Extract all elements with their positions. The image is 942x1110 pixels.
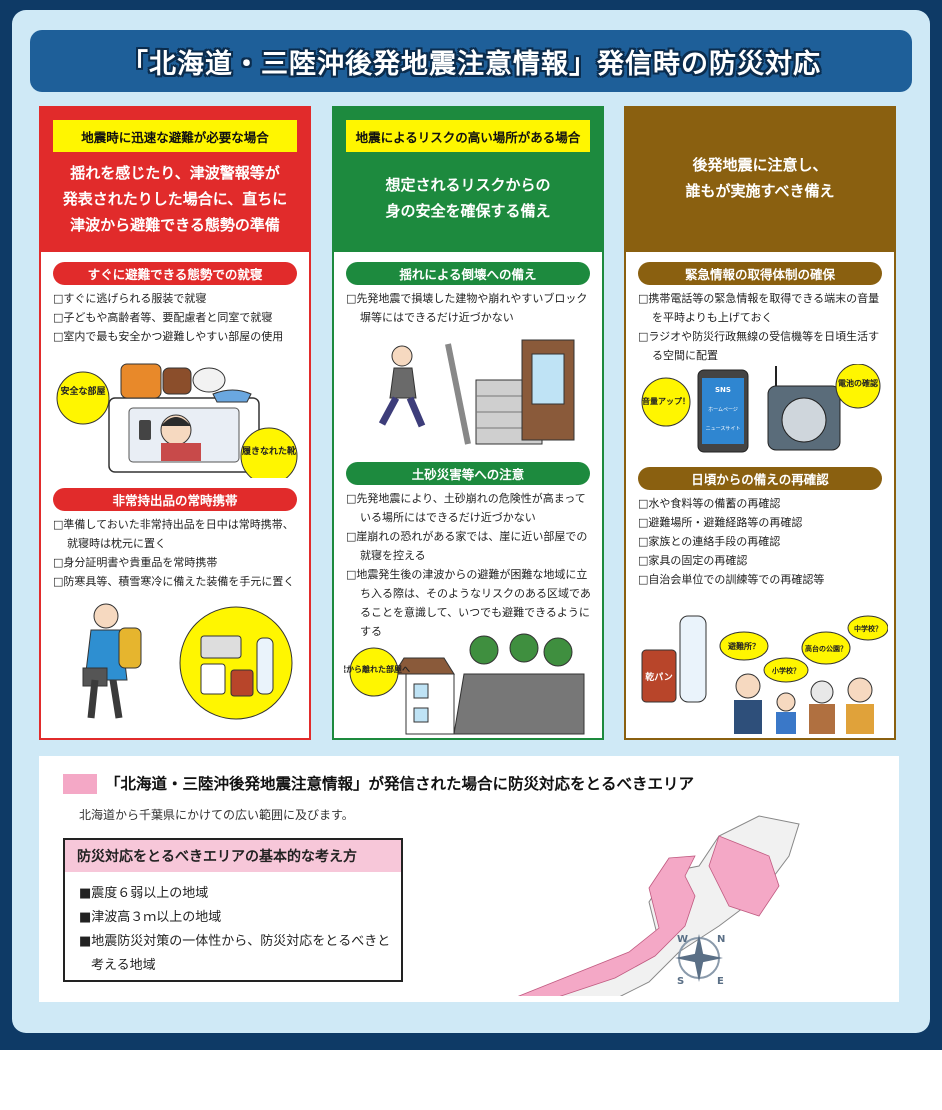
section-title: 揺れによる倒壊への備え <box>346 262 590 285</box>
checklist-item: □身分証明書や貴重品を常時携帯 <box>53 556 218 569</box>
callout-safe-room: 安全な部屋 <box>60 385 105 397</box>
phone-label-homepage: ホームページ <box>708 407 738 413</box>
checklist-item: □携帯電話等の緊急情報を取得できる端末の音量を平時よりも上げておく <box>638 292 880 324</box>
concept-item: ■津波高３ｍ以上の地域 <box>79 910 222 925</box>
response-area-section: 「北海道・三陸沖後発地震注意情報」が発信された場合に防災対応をとるべきエリア 北… <box>39 756 899 1002</box>
column-header: 地震によるリスクの高い場所がある場合 想定されるリスクからの 身の安全を確保する… <box>334 108 602 252</box>
cliff-house-illustration: 崖から離れた部屋へ <box>344 633 585 735</box>
callout-junior-high: 中学校？ <box>854 624 882 633</box>
checklist-item: □地震発生後の津波からの避難が困難な地域に立ち入る際は、そのようなリスクのある区… <box>346 568 591 638</box>
callout-shoes: 履きなれた靴 <box>241 445 296 457</box>
compass-n: N <box>717 934 725 945</box>
section-title: すぐに避難できる態勢での就寝 <box>53 262 297 285</box>
can-label: 乾パン <box>645 671 672 683</box>
callout-shelter: 避難所？ <box>728 641 760 651</box>
phone-label-sns: SNS <box>715 386 731 394</box>
checklist-item: □ラジオや防災行政無線の受信機等を日頃生活する空間に配置 <box>638 330 880 362</box>
page-title-bar: 「北海道・三陸沖後発地震注意情報」発信時の防災対応 <box>30 30 912 92</box>
emergency-kit-illustration <box>82 603 293 720</box>
concept-box: 防災対応をとるべきエリアの基本的な考え方 ■震度６弱以上の地域 ■津波高３ｍ以上… <box>63 838 403 982</box>
checklist-item: □室内で最も安全かつ避難しやすい部屋の使用 <box>53 330 284 343</box>
checklist: □先発地震で損壊した建物や崩れやすいブロック塀等にはできるだけ近づかない <box>346 289 594 327</box>
bedroom-illustration: 安全な部屋 履きなれた靴 <box>56 363 298 478</box>
concept-title: 防災対応をとるべきエリアの基本的な考え方 <box>65 840 401 872</box>
checklist-item: □水や食料等の備蓄の再確認 <box>638 497 781 510</box>
column-tag: 地震によるリスクの高い場所がある場合 <box>346 120 590 152</box>
section-title: 土砂災害等への注意 <box>346 462 590 485</box>
checklist: □すぐに逃げられる服装で就寝 □子どもや高齢者等、要配慮者と同室で就寝 □室内で… <box>53 289 301 346</box>
area-title: 「北海道・三陸沖後発地震注意情報」が発信された場合に防災対応をとるべきエリア <box>105 775 695 793</box>
compass-w: W <box>677 934 688 945</box>
checklist: □準備しておいた非常持出品を日中は常時携帯、就寝時は枕元に置く □身分証明書や貴… <box>53 515 301 591</box>
concept-item: ■震度６弱以上の地域 <box>79 886 209 901</box>
checklist: □携帯電話等の緊急情報を取得できる端末の音量を平時よりも上げておく □ラジオや防… <box>638 289 886 365</box>
checklist-item: □すぐに逃げられる服装で就寝 <box>53 292 207 305</box>
column-risk-areas: 地震によるリスクの高い場所がある場合 想定されるリスクからの 身の安全を確保する… <box>332 106 604 740</box>
section-title: 非常持出品の常時携帯 <box>53 488 297 511</box>
section-title: 緊急情報の取得体制の確保 <box>638 262 882 285</box>
family-supplies-illustration: 乾パン 避難所？ 高台の公園？ 中学校？ 小学校？ <box>641 615 888 734</box>
callout-volume-up: 音量アップ！ <box>642 396 690 406</box>
area-subtitle: 北海道から千葉県にかけての広い範囲に及びます。 <box>79 808 354 822</box>
column-general-preparedness: 後発地震に注意し、 誰もが実施すべき備え 緊急情報の取得体制の確保 □携帯電話等… <box>624 106 896 740</box>
section-title: 日頃からの備えの再確認 <box>638 467 882 490</box>
checklist-item: □先発地震で損壊した建物や崩れやすいブロック塀等にはできるだけ近づかない <box>346 292 588 324</box>
checklist-item: □避難場所・避難経路等の再確認 <box>638 516 803 529</box>
compass-e: E <box>717 976 724 987</box>
callout-elementary: 小学校？ <box>771 666 800 675</box>
checklist-item: □崖崩れの恐れがある家では、崖に近い部屋での就寝を控える <box>346 530 588 562</box>
column-headline: 想定されるリスクからの 身の安全を確保する備え <box>385 176 551 220</box>
checklist-item: □準備しておいた非常持出品を日中は常時携帯、就寝時は枕元に置く <box>53 518 294 550</box>
concept-list: ■震度６弱以上の地域 ■津波高３ｍ以上の地域 ■地震防災対策の一体性から、防災対… <box>79 882 401 978</box>
page-title: 「北海道・三陸沖後発地震注意情報」発信時の防災対応 <box>121 48 821 80</box>
column-header: 地震時に迅速な避難が必要な場合 揺れを感じたり、津波警報等が 発表されたりした場… <box>41 108 309 252</box>
checklist-item: □子どもや高齢者等、要配慮者と同室で就寝 <box>53 311 273 324</box>
checklist: □先発地震により、土砂崩れの危険性が高まっている場所にはできるだけ近づかない □… <box>346 489 594 641</box>
concept-item: ■地震防災対策の一体性から、防災対応をとるべきと考える地域 <box>79 934 391 973</box>
column-evacuation: 地震時に迅速な避難が必要な場合 揺れを感じたり、津波警報等が 発表されたりした場… <box>39 106 311 740</box>
collapse-illustration <box>378 339 575 445</box>
callout-battery: 電池の確認 <box>838 378 878 388</box>
checklist: □水や食料等の備蓄の再確認 □避難場所・避難経路等の再確認 □家族との連絡手段の… <box>638 494 886 589</box>
callout-park: 高台の公園？ <box>805 644 847 653</box>
area-map: N E S W <box>517 815 800 996</box>
checklist-item: □先発地震により、土砂崩れの危険性が高まっている場所にはできるだけ近づかない <box>346 492 586 524</box>
phone-label-news: ニュースサイト <box>706 426 741 432</box>
checklist-item: □家具の固定の再確認 <box>638 554 748 567</box>
column-headline: 揺れを感じたり、津波警報等が 発表されたりした場合に、直ちに 津波から避難できる… <box>62 164 288 234</box>
legend-swatch <box>63 774 97 794</box>
callout-away-from-cliff: 崖から離れた部屋へ <box>344 664 410 674</box>
phone-radio-illustration: 音量アップ！ SNS ホームページ ニュースサイト 電池の確認 <box>641 364 881 453</box>
checklist-item: □防寒具等、積雪寒冷に備えた装備を手元に置く <box>53 575 295 588</box>
compass-s: S <box>677 976 684 987</box>
checklist-item: □家族との連絡手段の再確認 <box>638 535 781 548</box>
column-header: 後発地震に注意し、 誰もが実施すべき備え <box>626 108 894 252</box>
column-headline: 後発地震に注意し、 誰もが実施すべき備え <box>685 156 835 200</box>
column-tag: 地震時に迅速な避難が必要な場合 <box>53 120 297 152</box>
checklist-item: □自治会単位での訓練等での再確認等 <box>638 573 825 586</box>
